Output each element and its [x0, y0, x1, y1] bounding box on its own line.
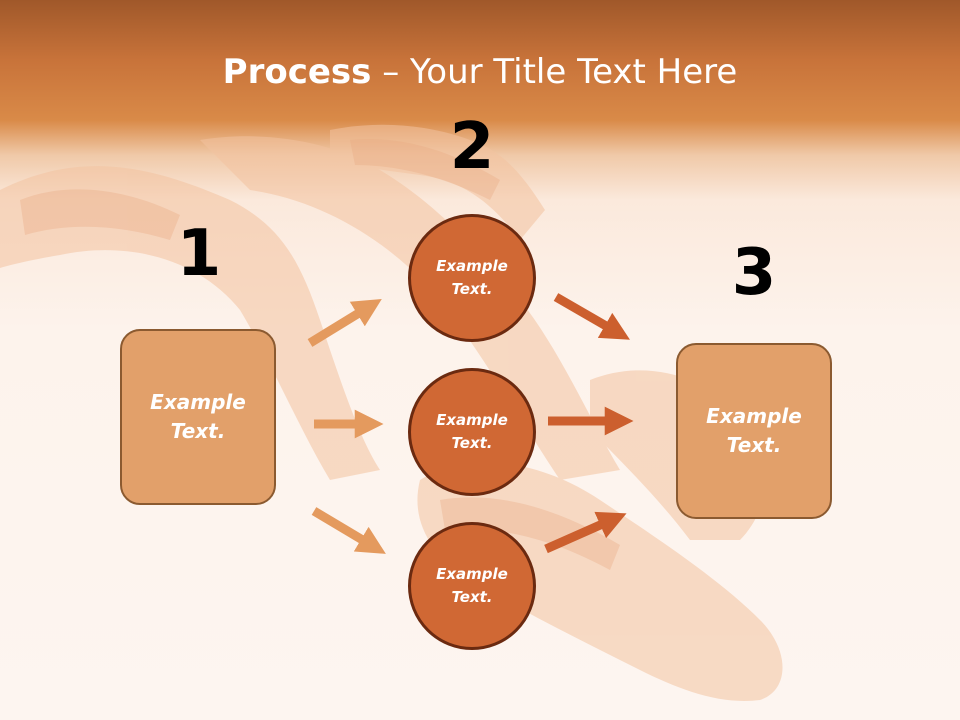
step-2-circle-top-text: Example Text. — [436, 257, 508, 298]
arrow-1-to-2-top — [307, 298, 382, 347]
step-3-box: Example Text. — [676, 343, 832, 519]
title-rest: Your Title Text Here — [410, 52, 738, 92]
slide-title: Process – Your Title Text Here — [0, 52, 960, 92]
step-2-circle-middle-text: Example Text. — [436, 411, 508, 452]
step-2-circle-top: Example Text. — [408, 214, 536, 342]
step-2-circle-bottom-text: Example Text. — [436, 565, 508, 606]
title-bold: Process — [222, 52, 372, 92]
step-1-number: 1 — [176, 217, 222, 291]
step-1-box: Example Text. — [120, 329, 276, 505]
title-dash: – — [371, 52, 411, 92]
step-2-circle-middle: Example Text. — [408, 368, 536, 496]
step-2-circle-bottom: Example Text. — [408, 522, 536, 650]
step-2-number: 2 — [449, 110, 495, 184]
step-1-text: Example Text. — [150, 390, 246, 443]
step-3-number: 3 — [731, 236, 777, 310]
arrow-2-top-to-3 — [553, 293, 630, 340]
arrow-2-bottom-to-3 — [544, 511, 627, 554]
arrow-1-to-2-bottom — [311, 507, 386, 554]
step-3-text: Example Text. — [706, 404, 802, 457]
